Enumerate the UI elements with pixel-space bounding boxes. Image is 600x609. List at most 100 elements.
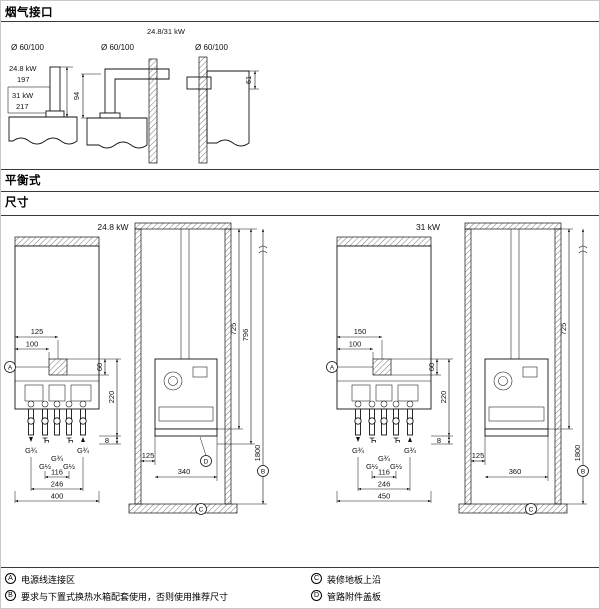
callout-a-badge: A xyxy=(5,573,16,584)
boiler-side-detail xyxy=(158,366,214,422)
gas-size-label: G¾ xyxy=(51,454,64,463)
flue-diagrams: Ø 60/100 24.8 kW 197 31 kW 217 Ø 60/100 xyxy=(7,27,259,164)
legend-item-c: C 装修地板上沿 xyxy=(311,573,597,586)
dim-w-conn: 246 xyxy=(51,480,64,489)
electrical-connection-area xyxy=(48,358,68,376)
callout-b-letter: B xyxy=(261,469,265,476)
niche-lintel xyxy=(464,222,562,230)
flow-size-label: G¾ xyxy=(25,446,38,455)
dim-w-inner: 116 xyxy=(378,468,390,477)
finished-floor xyxy=(128,503,238,514)
figure-title-31: 31 kW xyxy=(416,222,440,232)
electrical-connection-area xyxy=(372,358,392,376)
section-title-dimensions: 尺寸 xyxy=(5,197,29,209)
dim-elec-x2: 100 xyxy=(26,340,39,349)
section-title-balanced: 平衡式 xyxy=(5,175,41,187)
dhw-size-label: G½ xyxy=(39,462,52,471)
dim-conn-gap: 8 xyxy=(437,436,441,445)
callout-a-badge xyxy=(4,361,16,373)
niche-left-wall xyxy=(464,228,472,505)
flue-diameter-label: Ø 60/100 xyxy=(195,43,228,52)
faucet-icon xyxy=(393,437,400,444)
flue-combined-kw-label: 24.8/31 kW xyxy=(147,27,186,36)
dimension-lines xyxy=(141,228,268,505)
mounting-rail xyxy=(336,236,432,247)
dimension-lines xyxy=(336,335,453,503)
flue-elbow-pipe xyxy=(104,68,170,114)
side-view-248: 725 796 1800 125 340 B D C xyxy=(128,222,269,515)
connection-pipes xyxy=(27,408,87,436)
figure-title-248: 24.8 kW xyxy=(97,222,128,232)
boiler-side-sketch xyxy=(206,70,250,147)
dim-elec-h: 60 xyxy=(427,363,436,371)
dim-w-conn: 246 xyxy=(378,480,391,489)
dhw-size-label: G½ xyxy=(366,462,379,471)
legend-text-a: 电源线连接区 xyxy=(21,575,76,585)
front-view-248: 24.8 kW G¾ G¾ G¾ G½ G½ xyxy=(4,222,129,503)
boiler-internal-detail xyxy=(337,380,431,408)
flow-size-label: G¾ xyxy=(352,446,365,455)
dim-elec-x1: 125 xyxy=(31,327,44,336)
dimension-diagrams: 24.8 kW G¾ G¾ G¾ G½ G½ xyxy=(4,222,589,515)
return-size-label: G¾ xyxy=(404,446,417,455)
divider xyxy=(1,21,599,22)
boiler-top-sketch xyxy=(8,116,78,145)
boiler-front-outline xyxy=(14,245,100,410)
callout-a-letter: A xyxy=(330,365,335,372)
flue-rear-outlet-drawing xyxy=(186,56,259,164)
flue-rear-offset-value: 61 xyxy=(244,76,253,84)
side-view-31: 725 1800 125 360 B C xyxy=(458,222,589,515)
return-arrow-icon xyxy=(408,437,412,442)
boiler-side-outline xyxy=(484,358,549,430)
callout-c-badge xyxy=(195,503,207,515)
divider xyxy=(1,191,599,192)
dim-w-total: 400 xyxy=(51,492,64,501)
cold-size-label: G½ xyxy=(390,462,403,471)
divider xyxy=(1,567,599,568)
flue-diameter-label: Ø 60/100 xyxy=(11,43,44,52)
legend-left-column: A 电源线连接区 B 要求与下置式换热水箱配套使用，否则使用推荐尺寸 xyxy=(5,573,305,607)
flue-side-outlet-drawing xyxy=(81,58,170,164)
dim-niche-h1: 725 xyxy=(229,323,238,336)
finished-floor xyxy=(458,503,568,514)
flue-side-outlet-figure: Ø 60/100 94 xyxy=(72,43,170,164)
dim-niche-total: 1800 xyxy=(253,445,262,462)
legend: A 电源线连接区 B 要求与下置式换热水箱配套使用，否则使用推荐尺寸 C 装修地… xyxy=(5,573,597,607)
divider xyxy=(1,215,599,216)
flue-top-outlet-drawing xyxy=(8,66,78,145)
dim-elec-h: 60 xyxy=(95,363,104,371)
callout-c-badge: C xyxy=(311,573,322,584)
dim-w-inner: 116 xyxy=(51,468,63,477)
return-size-label: G¾ xyxy=(77,446,90,455)
dim-depth: 340 xyxy=(178,467,191,476)
wall-section xyxy=(148,58,158,164)
callout-b-badge xyxy=(577,465,589,477)
flue-height-31-value: 217 xyxy=(16,102,29,111)
flow-arrow-icon xyxy=(356,437,360,442)
dim-elec-x1: 150 xyxy=(354,327,367,336)
dim-conn-h: 220 xyxy=(439,391,448,404)
cold-size-label: G½ xyxy=(63,462,76,471)
dim-elec-x2: 100 xyxy=(349,340,362,349)
flue-kw-31-label: 31 kW xyxy=(12,91,34,100)
flue-side-offset-value: 94 xyxy=(72,92,81,100)
dim-w-total: 450 xyxy=(378,492,391,501)
flue-height-248-value: 197 xyxy=(17,75,30,84)
divider xyxy=(1,169,599,170)
flow-arrow-icon xyxy=(29,437,33,442)
callout-a-badge xyxy=(326,361,338,373)
front-view-31: 31 kW G¾ G¾ G¾ G½ G½ xyxy=(326,222,453,503)
dim-conn-h: 220 xyxy=(107,391,116,404)
boiler-internal-detail xyxy=(15,380,99,408)
gas-size-label: G¾ xyxy=(378,454,391,463)
callout-b-letter: B xyxy=(581,469,585,476)
flue-top-outlet-figure: Ø 60/100 24.8 kW 197 31 kW 217 xyxy=(7,43,78,145)
faucet-icon xyxy=(42,437,49,444)
faucet-icon xyxy=(369,437,376,444)
flue-diameter-label: Ø 60/100 xyxy=(101,43,134,52)
dim-conn-gap: 8 xyxy=(105,436,109,445)
callout-c-badge xyxy=(525,503,537,515)
callout-c-letter: C xyxy=(199,507,204,514)
dimension-lines xyxy=(14,335,121,503)
